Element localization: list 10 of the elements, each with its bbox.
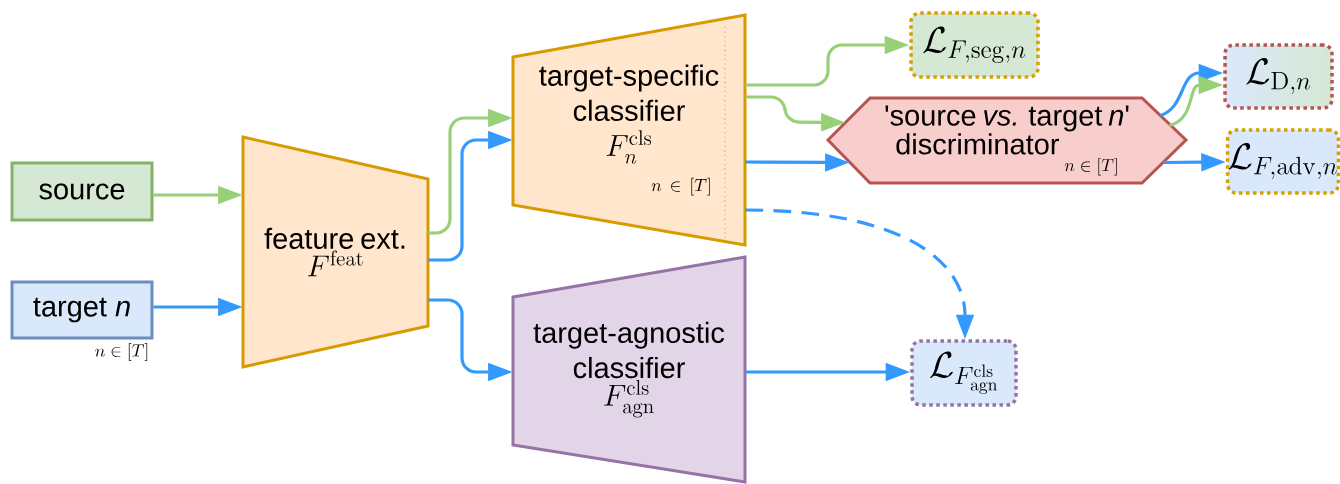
loss-box: $\mathcal{L}_{F,\mathrm{seg},n}$ bbox=[909, 11, 1040, 79]
index-label: $n \in [T]$ bbox=[95, 343, 148, 361]
input-box: source bbox=[10, 161, 154, 222]
input-box: target n bbox=[10, 280, 154, 340]
trapezoid-block: target-agnostic classifier $F_{\mathrm{agn}}^{\mathrm{cls}}$ bbox=[511, 255, 747, 484]
loss-box: $\mathcal{L}_{F_{\mathrm{agn}}^{\mathrm{cls}}}$ bbox=[910, 339, 1018, 407]
trapezoid-block: target-specific classifier $F_n^{\mathrm{cls}}$ $n \in [T]$ bbox=[511, 13, 747, 247]
loss-box: $\mathcal{L}_{\mathrm{D},n}$ bbox=[1223, 43, 1334, 110]
loss-box: $\mathcal{L}_{F,\mathrm{adv},n}$ bbox=[1225, 128, 1340, 195]
trapezoid-block: feature ext. $F^{\mathrm{feat}}$ bbox=[241, 135, 430, 369]
